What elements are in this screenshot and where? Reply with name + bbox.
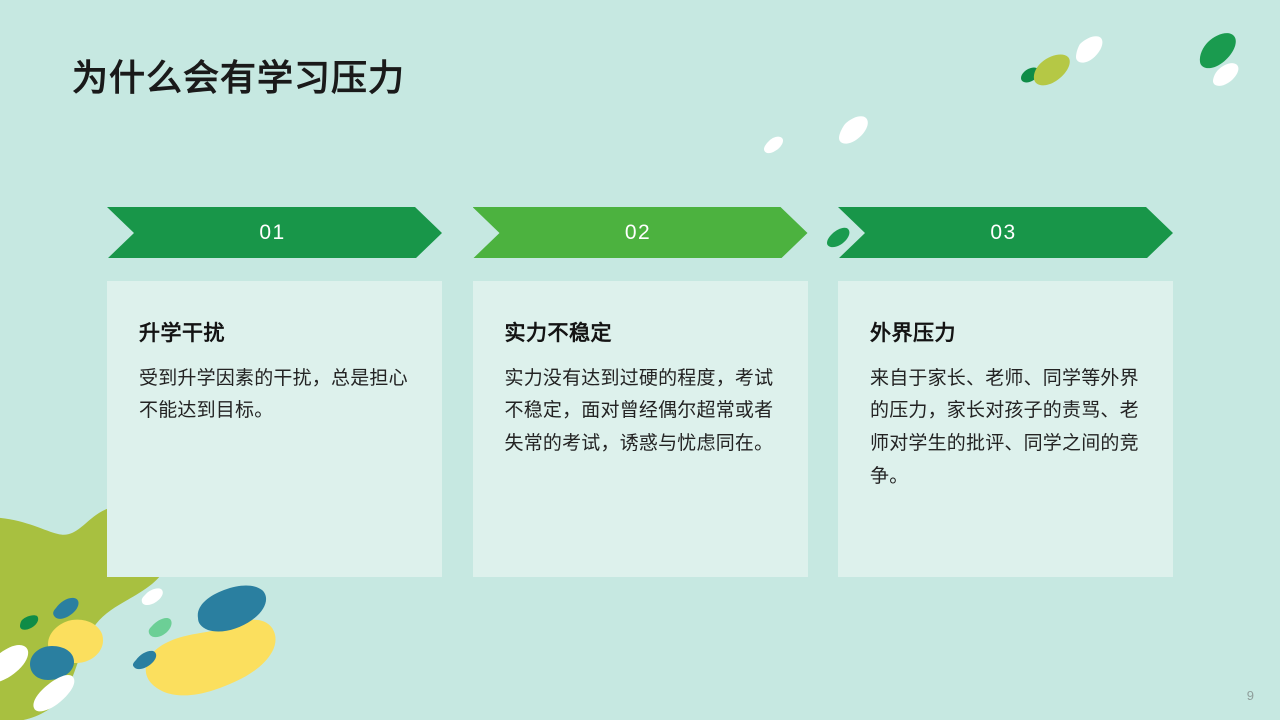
page-title: 为什么会有学习压力 — [72, 57, 406, 98]
chevron-banner-03[interactable]: 03 — [838, 207, 1173, 259]
info-card-02: 实力不稳定 实力没有达到过硬的程度，考试不稳定，面对曾经偶尔超常或者失常的考试，… — [472, 281, 808, 577]
yellow-blob-large-center — [145, 619, 276, 696]
teal-dash-lower-center — [132, 650, 157, 670]
olive-leaf-top-right — [1033, 54, 1070, 86]
info-card-01: 升学干扰 受到升学因素的干扰，总是担心不能达到目标。 — [107, 281, 442, 577]
banner-number-02: 02 — [624, 221, 652, 245]
teal-dash-upper-left — [53, 597, 79, 619]
green-leaf-small-left — [20, 615, 39, 630]
teal-blob-left — [30, 646, 74, 680]
banner-number-03: 03 — [990, 221, 1017, 245]
column-03: 03 外界压力 来自于家长、老师、同学等外界的压力，家长对孩子的责骂、老师对学生… — [838, 207, 1173, 577]
white-leaf-far-right — [1213, 63, 1239, 86]
column-02: 02 实力不稳定 实力没有达到过硬的程度，考试不稳定，面对曾经偶尔超常或者失常的… — [472, 207, 808, 577]
column-01: 01 升学干扰 受到升学因素的干扰，总是担心不能达到目标。 — [107, 207, 442, 577]
card-body-03: 来自于家长、老师、同学等外界的压力，家长对孩子的责骂、老师对学生的批评、同学之间… — [870, 367, 1139, 487]
info-card-03: 外界压力 来自于家长、老师、同学等外界的压力，家长对孩子的责骂、老师对学生的批评… — [838, 281, 1173, 577]
white-leaf-small-top-center — [764, 136, 784, 154]
white-leaf-top-center — [839, 116, 868, 144]
white-leaf-top-right — [1076, 36, 1103, 63]
card-title-03: 外界压力 — [870, 322, 956, 346]
card-body-02: 实力没有达到过硬的程度，考试不稳定，面对曾经偶尔超常或者失常的考试，诱惑与忧虑同… — [504, 367, 774, 454]
white-streak-lower-left — [33, 674, 75, 712]
chevron-banner-02[interactable]: 02 — [472, 207, 808, 259]
card-body-01: 受到升学因素的干扰，总是担心不能达到目标。 — [139, 367, 408, 422]
dark-green-leaf-far-right — [1199, 33, 1236, 69]
white-streak-left — [0, 645, 29, 682]
teal-blob-right — [197, 585, 267, 632]
card-title-02: 实力不稳定 — [504, 322, 612, 346]
banner-number-01: 01 — [259, 221, 286, 245]
green-leaf-top-right — [1021, 67, 1040, 83]
mint-leaf-center — [148, 617, 172, 638]
page-number: 9 — [1246, 688, 1254, 703]
card-title-01: 升学干扰 — [139, 322, 225, 346]
yellow-blob-small-left — [48, 619, 104, 664]
columns-container: 01 升学干扰 受到升学因素的干扰，总是担心不能达到目标。 02 实力不稳定 实… — [107, 207, 1173, 577]
chevron-banner-01[interactable]: 01 — [107, 207, 442, 259]
white-dot-center — [141, 588, 163, 605]
